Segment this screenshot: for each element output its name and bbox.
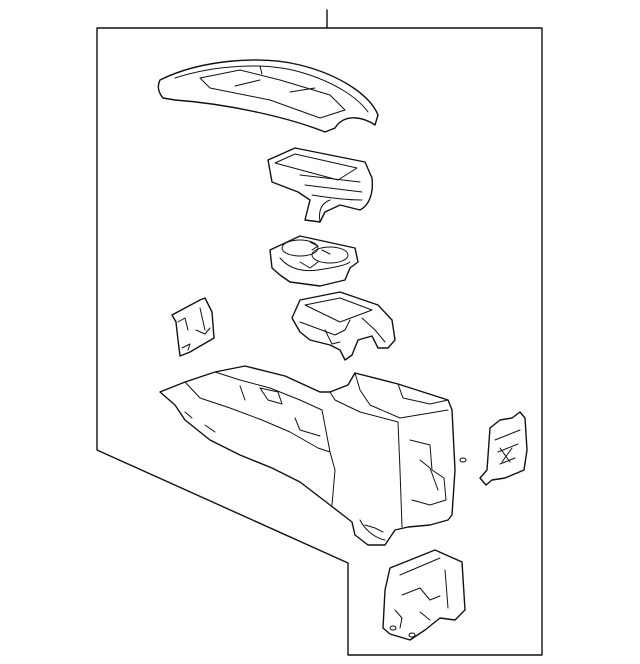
cupholder-insert — [269, 235, 359, 287]
console-body — [159, 365, 467, 546]
assembly-frame — [96, 27, 543, 656]
mounting-bracket — [382, 549, 466, 641]
rear-storage-bin — [267, 147, 374, 223]
left-side-bracket — [171, 297, 215, 357]
right-side-bracket — [479, 411, 528, 486]
front-storage-tray — [291, 291, 396, 361]
armrest-lid — [157, 59, 379, 133]
